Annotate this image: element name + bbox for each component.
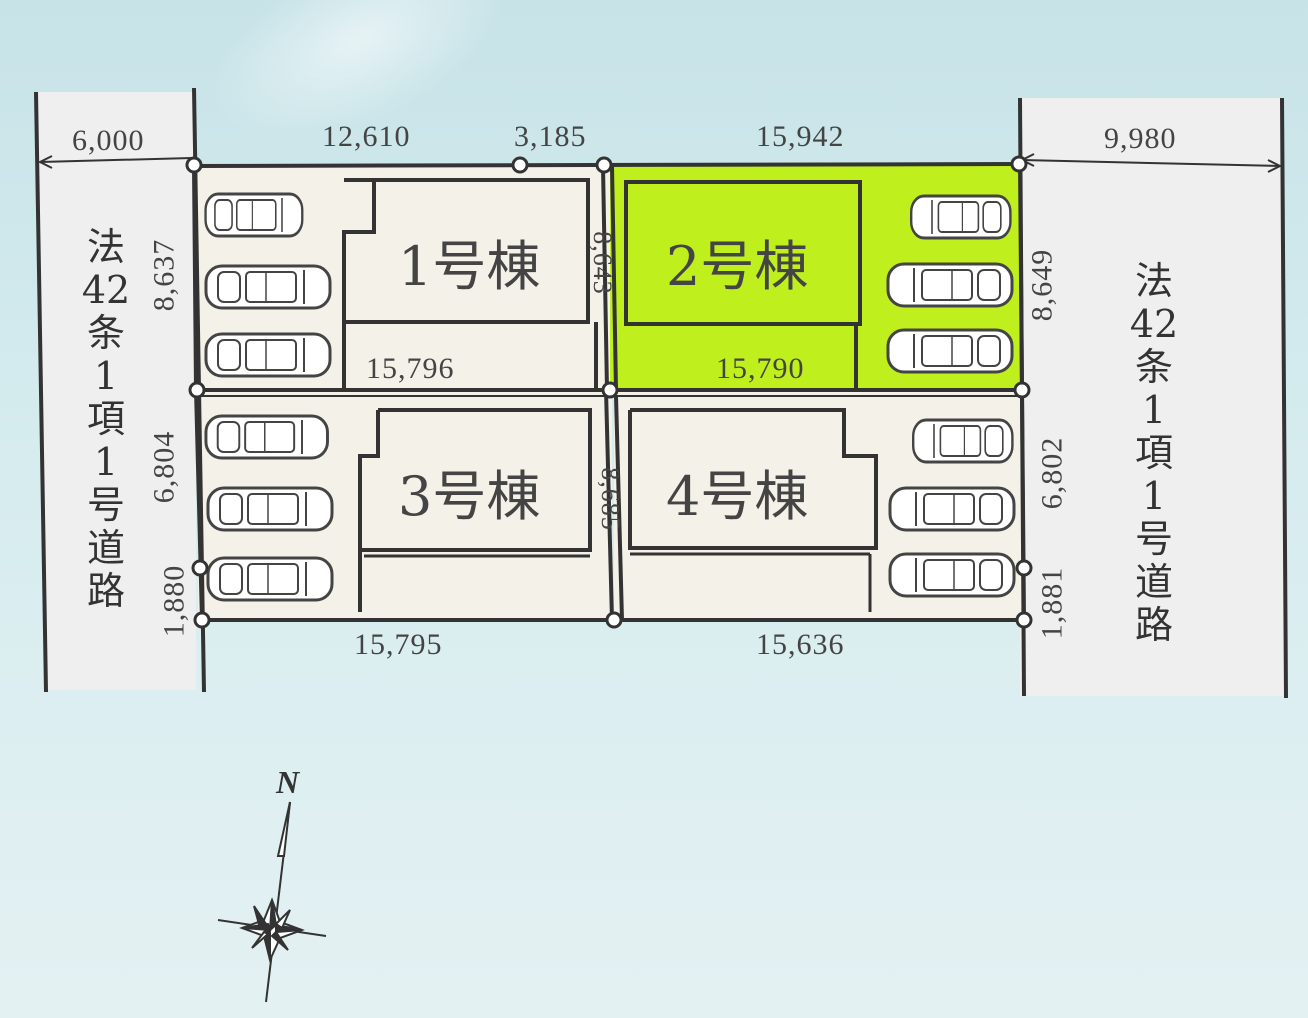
compass-rose-icon: [217, 801, 327, 1003]
dim-right-lower: 1,881: [1035, 566, 1069, 640]
east-road-label: 法42条1項1号道路: [1129, 259, 1179, 647]
west-road: [36, 92, 196, 690]
building-1-label: 1号棟: [398, 235, 541, 298]
dim-lot2-bottom: 15,790: [716, 352, 805, 385]
west-road-label: 法42条1項1号道路: [81, 225, 131, 613]
dim-top-middle: 3,185: [514, 120, 587, 153]
dim-top-left: 12,610: [322, 120, 411, 153]
dim-right-upper: 8,649: [1025, 248, 1059, 322]
dim-left-upper: 8,637: [147, 238, 181, 312]
east-road: [1020, 98, 1284, 696]
building-4-label: 4号棟: [666, 465, 809, 528]
dim-left-lower: 1,880: [157, 564, 191, 638]
dim-top-right: 15,942: [756, 120, 845, 153]
dim-center-lower: 8,685: [595, 467, 625, 531]
north-label: N: [276, 764, 301, 800]
east-road-width: 9,980: [1104, 122, 1177, 155]
west-road-width: 6,000: [72, 124, 145, 157]
dim-bottom-right: 15,636: [756, 628, 845, 661]
dim-lot1-bottom: 15,796: [366, 352, 455, 385]
dim-left-middle: 6,804: [147, 430, 181, 504]
dim-center-upper: 8,643: [587, 231, 617, 295]
dim-right-middle: 6,802: [1035, 436, 1069, 510]
building-2-label: 2号棟: [666, 235, 809, 298]
dim-bottom-left: 15,795: [354, 628, 443, 661]
building-3-label: 3号棟: [398, 465, 541, 528]
